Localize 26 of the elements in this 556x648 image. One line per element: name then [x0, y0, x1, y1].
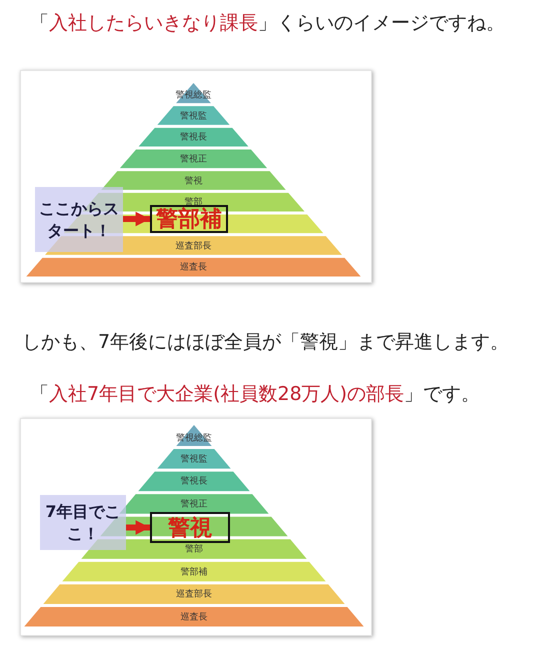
rank-label: 警部	[185, 543, 203, 556]
rank-label: 警視長	[180, 131, 207, 144]
quote-bracket: 「	[30, 12, 49, 34]
highlight-box: 警部補	[150, 205, 228, 233]
sentence-text: しかも、7年後にはほぼ全員が「警視」まで昇進します。	[22, 331, 510, 353]
rank-label: 警視	[184, 175, 202, 187]
rank-label: 警視正	[180, 498, 208, 510]
rank-label: 巡査長	[180, 261, 207, 274]
sentence-text: 」です。	[404, 383, 480, 405]
highlighted-text: 入社したらいきなり課長	[49, 12, 258, 34]
highlight-box: 警視	[150, 512, 230, 543]
rank-label: 巡査部長	[176, 588, 212, 601]
rank-label: 警視長	[180, 475, 208, 488]
quote-bracket: 「	[30, 383, 49, 405]
rank-label: 巡査部長	[176, 240, 212, 252]
rank-label: 警部	[184, 196, 202, 208]
sentence-text: 」くらいのイメージですね。	[258, 12, 505, 34]
callout-box: 7年目でここ！	[40, 495, 126, 550]
rank-label: 巡査長	[180, 611, 208, 624]
rank-label: 警視監	[180, 110, 207, 122]
arrow	[126, 520, 150, 535]
rank-label: 警視正	[180, 153, 207, 166]
rank-label: 警視監	[180, 453, 208, 466]
rank-label: 警部補	[180, 566, 208, 578]
highlighted-text: 入社7年目で大企業(社員数28万人)の部長	[49, 383, 404, 405]
callout-box: ここからスタート！	[35, 187, 123, 252]
